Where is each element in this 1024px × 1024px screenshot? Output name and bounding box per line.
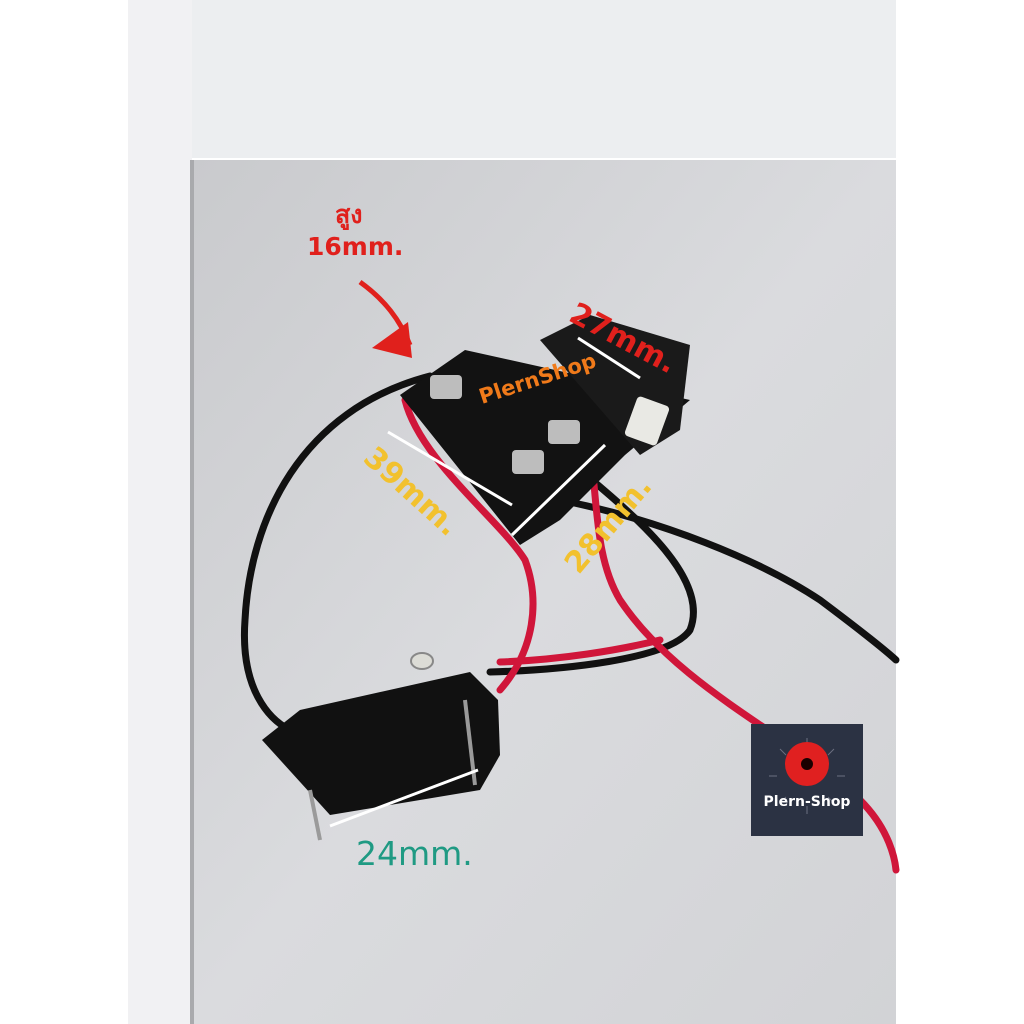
record-icon [769, 738, 845, 814]
arrow-39mm [387, 430, 513, 507]
red-wire [401, 396, 900, 874]
switch-body [400, 315, 690, 545]
height-word-label: สูง [335, 200, 363, 229]
led [410, 652, 434, 670]
shop-logo-name: Plern-Shop [763, 794, 851, 810]
height-value-label: 16mm. [307, 232, 404, 261]
arrow-28mm [510, 443, 607, 537]
arrow-27mm [577, 336, 641, 380]
black-wire [240, 372, 900, 734]
shop-logo-badge: Plern-Shop [751, 724, 863, 836]
arrow-24mm [329, 768, 479, 828]
bottom-width-label: 24mm. [356, 834, 473, 873]
